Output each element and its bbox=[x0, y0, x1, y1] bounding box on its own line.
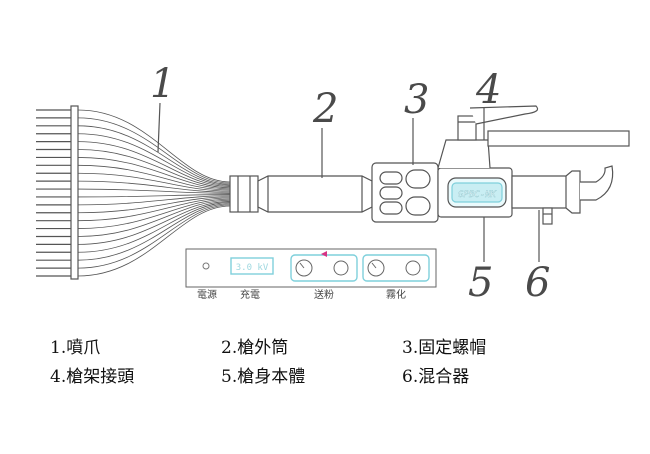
claw-fan-line bbox=[77, 199, 231, 237]
claw-fan-line bbox=[77, 188, 231, 194]
callout-2: 2 bbox=[313, 86, 339, 132]
fixing-nut bbox=[371, 162, 439, 223]
claw-fan-line bbox=[77, 201, 231, 245]
legend-item-2: 2.槍外筒 bbox=[221, 338, 289, 358]
legend-item-6: 6.混合器 bbox=[402, 367, 470, 387]
callout-4: 4 bbox=[476, 67, 502, 113]
claw-fan-line bbox=[77, 196, 231, 214]
claw-fan-line bbox=[77, 149, 231, 189]
collar bbox=[229, 175, 259, 213]
claw-fan-line bbox=[77, 164, 231, 191]
gun-body bbox=[437, 167, 513, 218]
claw-fan-line bbox=[77, 203, 231, 261]
panel-label-power: 電源 bbox=[197, 290, 217, 301]
claw-fan-line bbox=[77, 141, 231, 187]
claw-fan-line bbox=[77, 172, 231, 192]
gun-mount-joint bbox=[437, 105, 630, 169]
voltage-display-value: 3.0 kV bbox=[236, 263, 269, 273]
callout-6: 6 bbox=[525, 260, 551, 306]
claw-fan-line bbox=[77, 109, 231, 183]
claw-fan-line bbox=[77, 195, 231, 206]
voltage-display bbox=[230, 257, 274, 275]
gun-outer-tube bbox=[257, 175, 373, 213]
claw-fan-line bbox=[77, 133, 231, 186]
mixer bbox=[511, 165, 614, 225]
callout-5: 5 bbox=[468, 260, 494, 306]
legend-item-3: 3.固定螺帽 bbox=[402, 338, 487, 358]
claw-fan-line bbox=[77, 202, 231, 253]
control-panel bbox=[185, 248, 437, 288]
claw-fan-line bbox=[77, 194, 231, 198]
claw-fan-line bbox=[77, 197, 231, 222]
claw-fan-line bbox=[77, 205, 231, 277]
callout-3: 3 bbox=[404, 77, 430, 123]
panel-label-charge: 充電 bbox=[240, 290, 260, 301]
claw-fan-line bbox=[77, 204, 231, 269]
callout-1: 1 bbox=[150, 61, 176, 107]
nozzle-claw bbox=[36, 105, 231, 280]
claw-fan-line bbox=[77, 117, 231, 184]
claw-fan-line bbox=[77, 125, 231, 185]
atomize-knob-icon bbox=[405, 260, 421, 276]
powder-knob-icon bbox=[333, 260, 349, 276]
claw-fan-line bbox=[77, 157, 231, 190]
indicator-marker-icon bbox=[321, 251, 327, 257]
claw-fan-line bbox=[77, 180, 231, 193]
claw-fan-line bbox=[77, 198, 231, 229]
legend-item-1: 1.噴爪 bbox=[50, 338, 101, 358]
panel-label-powder: 送粉 bbox=[314, 290, 334, 301]
legend-item-5: 5.槍身本體 bbox=[221, 367, 306, 387]
gun-body-label: GPBC-NK bbox=[458, 190, 497, 200]
leader-lines bbox=[157, 102, 540, 262]
legend-item-4: 4.槍架接頭 bbox=[50, 367, 135, 387]
panel-label-atomize: 霧化 bbox=[386, 290, 406, 301]
